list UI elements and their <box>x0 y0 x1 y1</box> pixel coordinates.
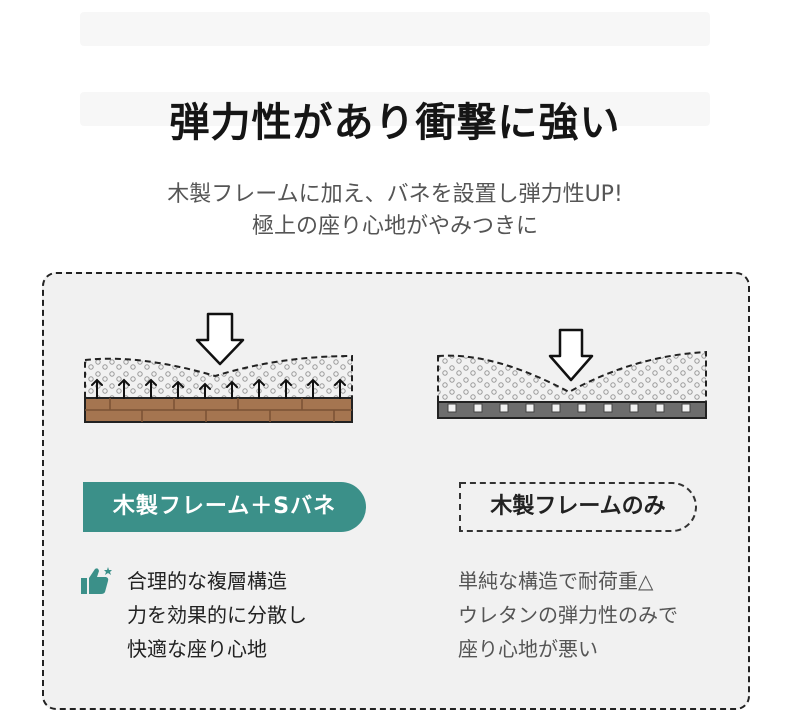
spring-frame-description: 合理的な複層構造 力を効果的に分散し 快適な座り心地 <box>127 564 307 666</box>
list-item: 力を効果的に分散し <box>127 603 307 627</box>
frame-only-label: 木製フレームのみ <box>459 482 697 532</box>
spring-frame-label: 木製フレーム＋Sバネ <box>83 482 366 532</box>
list-item: ウレタンの弾力性のみで <box>458 603 678 627</box>
list-item: 快適な座り心地 <box>127 637 267 661</box>
list-item: 単純な構造で耐荷重△ <box>458 569 654 593</box>
header-haze <box>80 12 710 46</box>
header-haze <box>80 92 710 126</box>
spring-frame-illustration <box>84 312 353 423</box>
thumbs-up-icon <box>81 567 112 594</box>
subtitle-line-1: 木製フレームに加え、バネを設置し弾力性UP! <box>167 182 623 207</box>
frame-only-description: 単純な構造で耐荷重△ ウレタンの弾力性のみで 座り心地が悪い <box>458 564 678 666</box>
list-item: 座り心地が悪い <box>458 637 598 661</box>
subtitle-line-2: 極上の座り心地がやみつきに <box>251 214 538 239</box>
frame-only-illustration <box>437 328 707 419</box>
page-title: 弾力性があり衝撃に強い <box>169 100 621 146</box>
list-item: 合理的な複層構造 <box>127 569 287 593</box>
